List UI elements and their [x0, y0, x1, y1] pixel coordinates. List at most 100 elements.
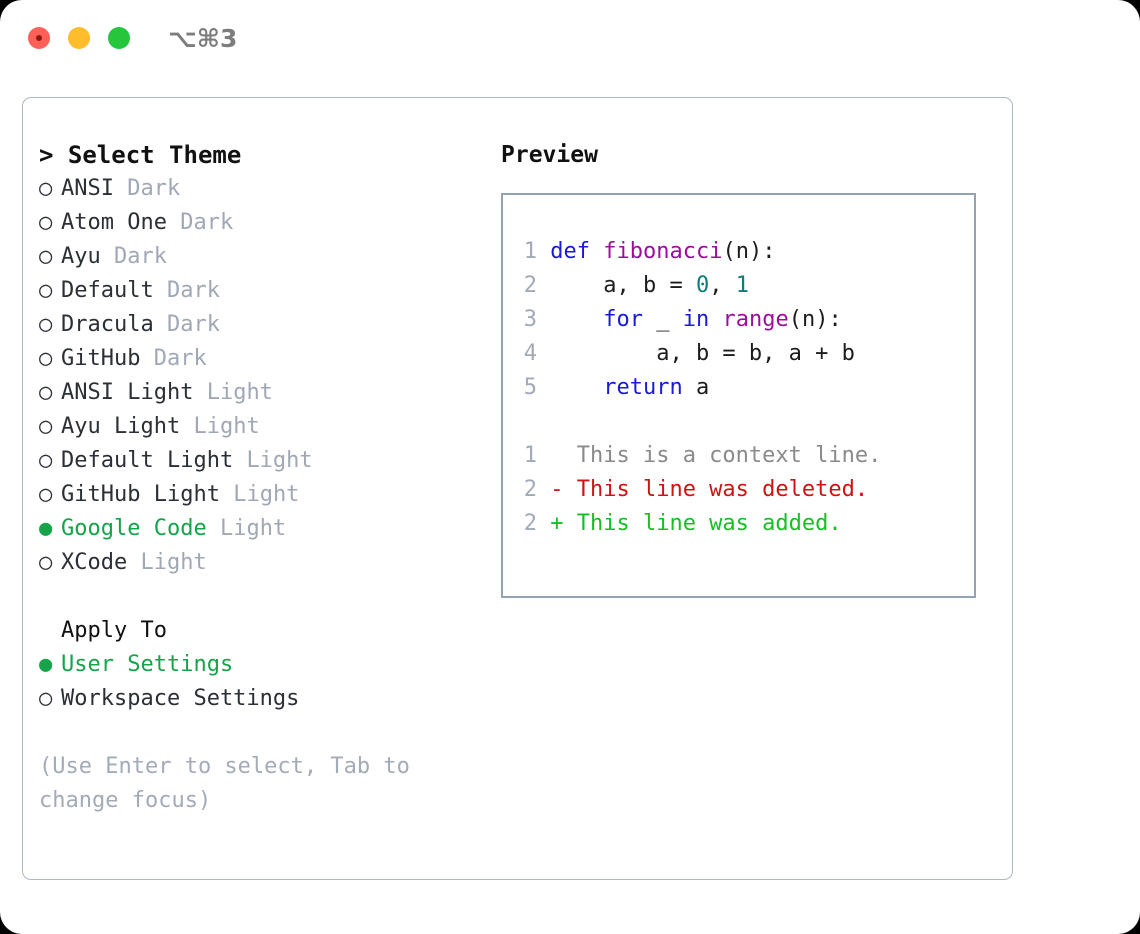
radio-unselected-icon: ○ — [39, 176, 53, 201]
theme-name: Default Light — [61, 448, 234, 473]
apply-to-option-workspace-settings[interactable]: ○Workspace Settings — [39, 682, 479, 716]
theme-option-github-light[interactable]: ○ GitHub Light Light — [39, 478, 479, 512]
code-token-kw: return — [603, 375, 683, 400]
radio-unselected-icon: ○ — [39, 244, 53, 269]
theme-option-google-code[interactable]: ●Google Code Light — [39, 512, 479, 546]
code-token-txt: a — [682, 375, 710, 400]
spacer — [140, 346, 153, 371]
title-bar: ⌥⌘3 — [0, 0, 1140, 78]
theme-option-dracula[interactable]: ○Dracula Dark — [39, 308, 479, 342]
radio-unselected-icon: ○ — [39, 210, 53, 235]
line-number: 5 — [523, 375, 537, 400]
maximize-window-icon[interactable] — [108, 27, 130, 49]
code-token-kw: def — [550, 239, 590, 264]
apply-to-options: ●User Settings○Workspace Settings — [39, 648, 479, 716]
spacer — [114, 176, 127, 201]
radio-unselected-icon: ○ — [39, 482, 53, 507]
radio-unselected-icon: ○ — [39, 414, 53, 439]
theme-category: Light — [233, 482, 300, 507]
diff-line: 2 + This line was added. — [513, 507, 968, 541]
spacer — [207, 516, 220, 541]
theme-option-xcode[interactable]: ○ XCode Light — [39, 546, 479, 580]
code-token-txt: (n): — [788, 307, 842, 332]
theme-name: GitHub Light — [61, 482, 220, 507]
keyboard-hint-text: (Use Enter to select, Tab to change focu… — [39, 754, 410, 813]
theme-list-column: > Select Theme ○ANSI Dark○Atom One Dark○… — [39, 138, 479, 818]
theme-option-ayu-light[interactable]: ○ Ayu Light Light — [39, 410, 479, 444]
theme-picker-panel: > Select Theme ○ANSI Dark○Atom One Dark○… — [22, 97, 1013, 880]
line-number: 2 — [523, 511, 537, 536]
preview-title: Preview — [501, 142, 598, 168]
theme-category: Dark — [166, 312, 220, 337]
close-window-icon[interactable] — [28, 27, 50, 49]
code-token-txt: (n): — [722, 239, 776, 264]
theme-option-github[interactable]: ○GitHub Dark — [39, 342, 479, 376]
apply-to-label: User Settings — [61, 652, 234, 677]
code-token-txt — [709, 307, 722, 332]
radio-unselected-icon: ○ — [39, 448, 53, 473]
theme-option-ansi[interactable]: ○ANSI Dark — [39, 172, 479, 206]
code-token-txt — [537, 239, 550, 264]
code-token-txt: a, b = b, a + b — [537, 341, 855, 366]
code-token-txt — [537, 307, 603, 332]
diff-line: 2 - This line was deleted. — [513, 473, 968, 507]
line-number: 3 — [523, 307, 537, 332]
theme-category: Dark — [166, 278, 220, 303]
theme-category: Light — [193, 414, 260, 439]
theme-category: Dark — [127, 176, 181, 201]
theme-option-default[interactable]: ○Default Dark — [39, 274, 479, 308]
spacer — [127, 550, 140, 575]
theme-option-ansi-light[interactable]: ○ ANSI Light Light — [39, 376, 479, 410]
minimize-window-icon[interactable] — [68, 27, 90, 49]
line-number: 1 — [523, 443, 537, 468]
code-token-txt: , — [709, 273, 736, 298]
code-token-txt: a, b = — [537, 273, 696, 298]
theme-option-ayu[interactable]: ○Ayu Dark — [39, 240, 479, 274]
theme-name: XCode — [61, 550, 128, 575]
theme-option-atom-one[interactable]: ○ Atom One Dark — [39, 206, 479, 240]
code-token-fn: fibonacci — [603, 239, 723, 264]
theme-name: Ayu — [61, 244, 101, 269]
line-number: 2 — [523, 477, 537, 502]
theme-option-default-light[interactable]: ○Default Light Light — [39, 444, 479, 478]
theme-list: ○ANSI Dark○Atom One Dark○Ayu Dark○Defaul… — [39, 172, 479, 580]
code-token-num: 0 — [695, 273, 710, 298]
code-token-num: 1 — [735, 273, 749, 298]
theme-name: Ayu Light — [61, 414, 181, 439]
theme-name: Atom One — [61, 210, 167, 235]
page-title: > Select Theme — [39, 141, 242, 169]
spacer — [154, 312, 167, 337]
theme-category: Dark — [180, 210, 234, 235]
code-line: 4 a, b = b, a + b — [513, 337, 968, 371]
spacer — [180, 414, 193, 439]
code-token-fn: range — [722, 307, 789, 332]
theme-category: Dark — [153, 346, 207, 371]
line-number: 1 — [523, 239, 537, 264]
code-token-txt — [590, 239, 603, 264]
spacer — [220, 482, 233, 507]
theme-category: Light — [219, 516, 287, 541]
theme-category: Light — [140, 550, 207, 575]
code-token-kw: for — [603, 307, 643, 332]
radio-unselected-icon: ○ — [39, 312, 53, 337]
theme-name: ANSI Light — [61, 380, 194, 405]
spacer — [101, 244, 114, 269]
radio-unselected-icon: ○ — [39, 380, 53, 405]
code-line: 2 a, b = 0, 1 — [513, 269, 968, 303]
theme-category: Light — [206, 380, 273, 405]
code-token-del: - This line was deleted. — [537, 477, 869, 502]
apply-to-option-user-settings[interactable]: ●User Settings — [39, 648, 479, 682]
code-token-kw: in — [682, 307, 710, 332]
preview-column: Preview 1 def fibonacci(n):2 a, b = 0, 1… — [501, 138, 991, 598]
code-line: 3 for _ in range(n): — [513, 303, 968, 337]
spacer — [193, 380, 206, 405]
code-block-separator — [513, 405, 968, 439]
radio-selected-icon: ● — [39, 516, 53, 541]
theme-name: Default — [61, 278, 154, 303]
radio-unselected-icon: ○ — [39, 550, 53, 575]
apply-to-title: Apply To — [61, 618, 167, 643]
code-token-add: + This line was added. — [537, 511, 842, 536]
code-token-txt: _ — [642, 307, 683, 332]
